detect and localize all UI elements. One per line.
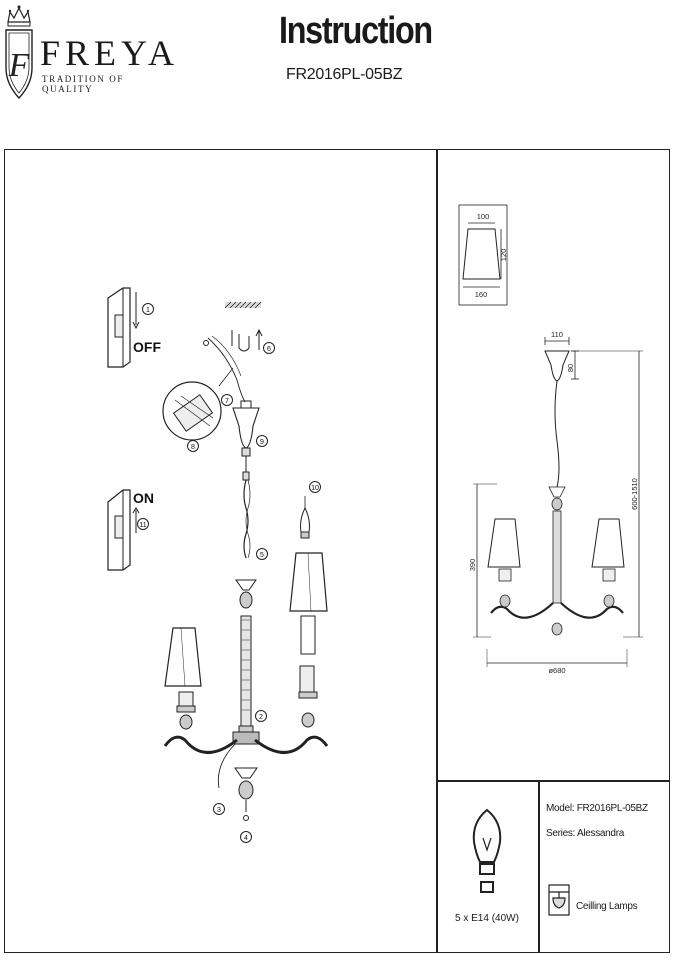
bulb-spec: 5 x E14 (40W) [455, 913, 519, 924]
crest-icon: F [5, 5, 33, 100]
step-4: 4 [244, 835, 248, 842]
step-9: 9 [260, 439, 264, 446]
total-height-dim: 600-1510 [630, 478, 639, 510]
shade-dimension-box [458, 204, 508, 306]
category-label: Ceilling Lamps [576, 901, 638, 912]
series-line: Series: Alessandra [546, 828, 624, 839]
body-height-dim: 390 [468, 559, 477, 572]
instruction-frame [4, 149, 670, 953]
shade-top-dim: 100 [477, 212, 490, 221]
doc-model: FR2016PL-05BZ [286, 66, 403, 83]
step-3: 3 [217, 807, 221, 814]
brand-name: FREYA [40, 33, 180, 73]
lamp-outline-icon [487, 350, 625, 636]
step-8: 8 [191, 444, 195, 451]
lightbulb-icon [472, 808, 502, 893]
shade-outline-icon [462, 228, 501, 280]
shade-bottom-dim: 160 [475, 290, 488, 299]
step-10: 10 [311, 485, 319, 492]
panel-divider-horizontal [437, 780, 669, 782]
switch-off-icon [107, 287, 140, 368]
switch-on-icon [107, 489, 140, 571]
monogram: F [8, 47, 31, 84]
canopy-icon: 7 [221, 394, 260, 457]
model-line: Model: FR2016PL-05BZ [546, 803, 648, 814]
ceiling-hatch-icon [224, 301, 262, 309]
diameter-dim: ø680 [548, 666, 565, 675]
step-7: 7 [225, 398, 229, 405]
info-divider-vertical [538, 781, 540, 952]
canopy-width-dim: 110 [551, 330, 563, 339]
switch-off-label: OFF [133, 339, 161, 355]
step-1: 1 [146, 307, 150, 314]
step-5: 5 [260, 552, 264, 559]
chain-icon [242, 456, 251, 559]
left-shade-icon [164, 627, 202, 730]
lamp-body-icon [232, 579, 260, 821]
canopy-height-dim: 80 [566, 364, 575, 372]
panel-divider-vertical [436, 150, 438, 952]
ceiling-lamp-icon [548, 884, 570, 916]
wire-connector-zoom [162, 367, 234, 441]
brand-tagline: TRADITION OF QUALITY [42, 74, 124, 94]
dimension-drawing: 100 120 160 110 80 600-1510 390 ø680 [458, 204, 643, 675]
lamp-arms-icon [163, 735, 329, 754]
assembly-diagram: OFF 1 ON 11 6 [107, 287, 329, 843]
doc-title: Instruction [279, 10, 433, 52]
right-shade-icon [289, 552, 328, 728]
step-2: 2 [259, 714, 263, 721]
mounting-hardware-icon [231, 328, 263, 352]
switch-on-label: ON [133, 490, 154, 506]
step-11: 11 [139, 522, 146, 529]
shade-height-dim: 120 [499, 249, 508, 262]
step-6: 6 [267, 346, 271, 353]
brand-logo: F FREYA TRADITION OF QUALITY [4, 4, 174, 100]
bulb-icon [300, 496, 310, 539]
